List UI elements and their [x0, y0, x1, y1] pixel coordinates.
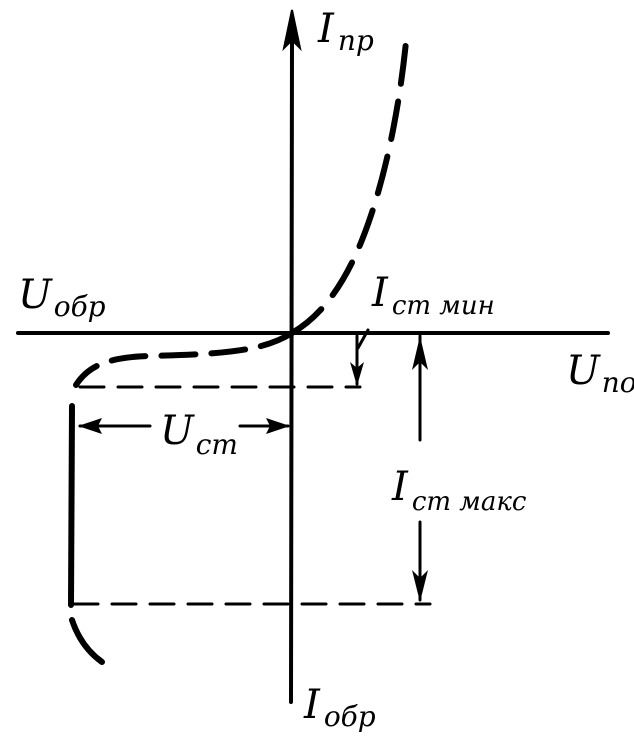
u-st-arrowhead-right [266, 418, 290, 434]
i-st-min-leader [356, 328, 370, 350]
i-axis-arrowhead [282, 9, 302, 52]
i-st-max-arrowhead-up [412, 336, 428, 370]
i-st-min-arrowhead [350, 362, 364, 386]
reverse-leakage-curve [73, 330, 295, 388]
i-axis [289, 38, 294, 704]
forward-characteristic-curve [289, 39, 409, 336]
breakdown-line [68, 403, 75, 608]
u-st-arrowhead-left [78, 418, 102, 434]
i-st-max-arrowhead-down [412, 570, 428, 602]
label-u-st: Uст [160, 408, 238, 461]
breakdown-tail [69, 617, 105, 665]
label-u-forward: Uпо [566, 348, 634, 399]
label-u-reverse: Uобр [18, 272, 106, 323]
